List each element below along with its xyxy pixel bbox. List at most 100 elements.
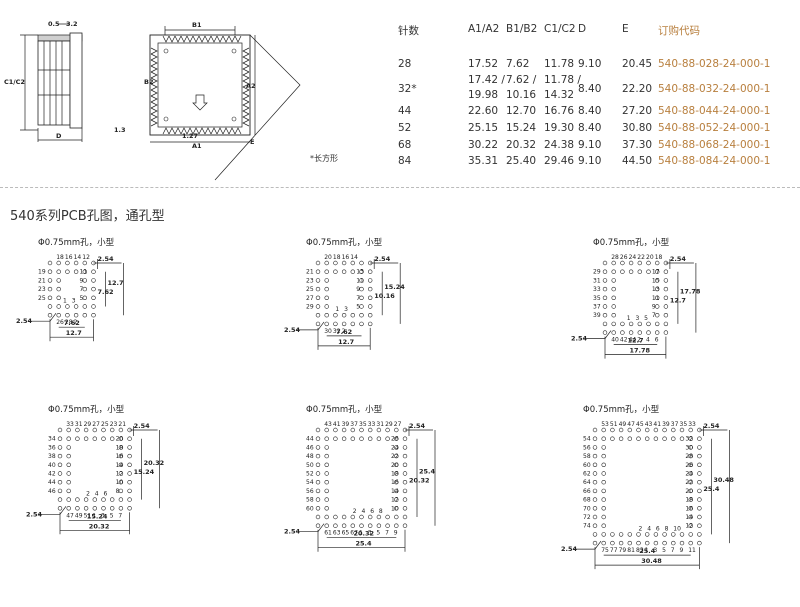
table-cell-b: 7.62 / 10.16 <box>506 74 537 101</box>
pin-label-left: 38 <box>48 453 56 460</box>
pin-hole <box>662 436 667 441</box>
pin-label-left: 21 <box>38 277 46 284</box>
pin-hole <box>324 471 329 476</box>
pin-label-right: 10 <box>391 505 399 512</box>
pin-hole <box>697 514 702 520</box>
pin-label-right: 7 <box>356 295 360 302</box>
pin-hole <box>402 436 408 441</box>
pin-label-left: 35 <box>593 295 601 302</box>
pin-label-right: 9 <box>652 304 656 311</box>
pin-hole <box>315 506 321 511</box>
pin-hole <box>315 471 321 476</box>
pin-hole <box>385 436 390 441</box>
pin-hole <box>394 445 399 450</box>
pin-hole <box>611 286 616 292</box>
pin-label-inner: 6 <box>656 525 660 532</box>
pin-label-left: 56 <box>306 488 314 495</box>
pin-hole <box>646 269 651 274</box>
pin-label-top: 51 <box>610 421 618 428</box>
pin-label-left: 36 <box>48 444 56 451</box>
pin-label-top: 31 <box>75 421 83 428</box>
pin-hole <box>653 540 659 546</box>
pin-hole <box>350 313 355 318</box>
pin-hole <box>127 480 132 485</box>
pin-hole <box>57 471 63 476</box>
table-cell-c: 11.78 / 14.32 <box>544 74 581 101</box>
pin-hole <box>324 304 329 309</box>
pin-label-left: 66 <box>583 488 591 495</box>
pin-hole <box>592 427 598 433</box>
pin-hole <box>592 506 598 511</box>
pin-hole <box>83 436 89 441</box>
pin-hole <box>127 488 132 494</box>
pin-hole <box>688 540 693 546</box>
pin-hole <box>602 330 608 335</box>
pin-label-top: 37 <box>350 421 358 428</box>
pin-label-inner: 2 <box>353 508 357 515</box>
pin-hole <box>376 427 382 433</box>
table-cell-code[interactable]: 540-88-044-24-000-1 <box>658 105 771 117</box>
pin-hole <box>654 278 660 283</box>
pin-label-right: 16 <box>391 479 399 486</box>
pin-label-inner: 4 <box>362 508 366 515</box>
pin-hole <box>646 260 651 266</box>
pin-hole <box>56 269 61 274</box>
table-cell-d: 8.40 <box>578 105 602 117</box>
pin-hole <box>601 514 606 520</box>
pin-label-right: 17 <box>652 269 660 276</box>
dim-right-c: 10.16 <box>374 292 395 300</box>
pin-label-top: 43 <box>324 421 332 428</box>
pin-hole <box>324 445 329 450</box>
pin-label-top: 14 <box>350 254 358 261</box>
table-cell-code[interactable]: 540-88-032-24-000-1 <box>658 83 771 95</box>
hole-note: Φ0.75mm孔，小型 <box>306 238 383 248</box>
table-cell-a: 17.42 / 19.98 <box>468 74 505 101</box>
pin-hole <box>654 330 660 335</box>
pin-hole <box>315 497 321 502</box>
pin-hole <box>324 286 329 292</box>
table-cell-code[interactable]: 540-88-052-24-000-1 <box>658 122 771 134</box>
pin-label-left: 64 <box>583 479 591 486</box>
pin-hole <box>663 286 669 292</box>
pin-label-top: 35 <box>680 421 688 428</box>
pin-hole <box>82 295 88 300</box>
pin-label-bottom: 30 <box>324 328 332 335</box>
table-cell-c: 16.76 <box>544 105 575 117</box>
pin-hole <box>394 471 399 476</box>
table-cell-code[interactable]: 540-88-084-24-000-1 <box>658 155 771 167</box>
section-divider <box>0 187 800 188</box>
pin-label-right: 16 <box>685 505 693 512</box>
pin-hole <box>118 427 124 433</box>
dim-left: 2.54 <box>16 317 33 325</box>
dim-3-2: 3.2 <box>66 20 78 28</box>
pin-hole <box>359 313 364 318</box>
pin-hole <box>697 506 702 511</box>
dim-bottom-b: 30.48 <box>641 557 662 565</box>
pin-hole <box>324 269 329 274</box>
pin-hole <box>671 427 676 433</box>
pin-hole <box>688 523 693 528</box>
table-cell-code[interactable]: 540-88-068-24-000-1 <box>658 139 771 151</box>
pin-hole <box>359 514 364 520</box>
pin-label-left: 46 <box>306 444 314 451</box>
pin-hole <box>592 488 598 494</box>
table-cell-pins: 68 <box>398 139 412 151</box>
pin-label-top: 41 <box>333 421 341 428</box>
pin-label-right: 24 <box>685 471 693 478</box>
pin-label-right: 14 <box>685 514 693 521</box>
pin-hole <box>92 427 98 433</box>
dim-left: 2.54 <box>26 510 43 518</box>
pin-hole <box>324 453 329 459</box>
pin-hole <box>654 295 660 300</box>
pin-hole <box>601 471 606 476</box>
pin-hole <box>368 295 373 300</box>
pin-hole <box>47 295 53 300</box>
table-cell-a: 17.52 <box>468 58 499 70</box>
pin-hole <box>315 523 321 528</box>
pin-label-bottom: 5 <box>376 530 380 537</box>
table-cell-e: 20.45 <box>622 58 653 70</box>
table-cell-d: 9.10 <box>578 155 602 167</box>
pin-hole <box>92 506 98 511</box>
table-cell-code[interactable]: 540-88-028-24-000-1 <box>658 58 771 70</box>
